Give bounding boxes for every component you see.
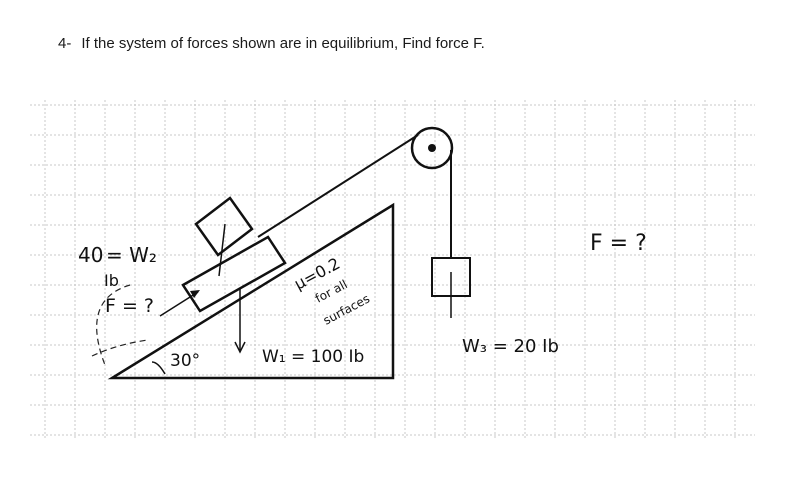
w3-label: W₃ = 20 Ib xyxy=(462,336,559,357)
force-f-arrow xyxy=(159,291,199,317)
block-w1 xyxy=(181,235,287,313)
w2-unit-label: Ib xyxy=(104,271,119,290)
question-number: 4- xyxy=(58,35,72,52)
w1-label: W₁ = 100 Ib xyxy=(262,347,364,367)
w2-weight-arrow xyxy=(218,223,226,277)
w1-weight-arrowhead xyxy=(234,341,246,354)
w2-name-label: = W₂ xyxy=(106,243,157,267)
block-w2 xyxy=(194,196,254,257)
sketch-arc xyxy=(96,284,131,366)
force-f-question-label: F = ? xyxy=(590,231,647,256)
force-f-arrowhead xyxy=(190,290,200,298)
w2-value-label: 40 xyxy=(78,243,103,267)
force-f-label: F = ? xyxy=(105,295,154,317)
question-body: If the system of forces shown are in equ… xyxy=(81,35,485,52)
angle-label: 30° xyxy=(170,351,200,371)
pulley-icon xyxy=(410,126,454,170)
sketch-arc-lower xyxy=(91,339,149,357)
inclined-plane xyxy=(107,202,395,380)
angle-arc xyxy=(151,361,166,375)
grid-background xyxy=(30,100,755,440)
question-text: 4- If the system of forces shown are in e… xyxy=(58,35,485,52)
rope-incline xyxy=(257,134,419,238)
